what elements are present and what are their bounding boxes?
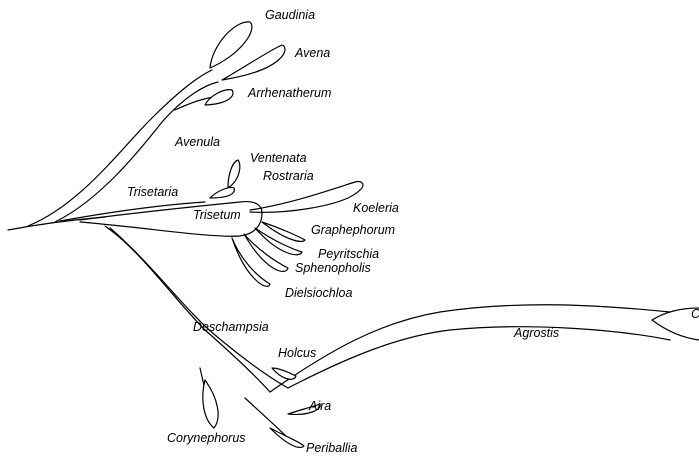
koeleria-branch-upper bbox=[250, 182, 363, 210]
agrostis-branch-lower bbox=[288, 327, 670, 388]
label-trisetaria: Trisetaria bbox=[127, 185, 178, 199]
periballia-lobe bbox=[270, 428, 304, 447]
label-corynephorus: Corynephorus bbox=[167, 431, 246, 445]
genus-labels: Gaudinia Avena Arrhenatherum Avenula Ven… bbox=[127, 8, 699, 455]
label-agrostis: Agrostis bbox=[513, 326, 559, 340]
deschampsia-branch bbox=[105, 226, 270, 392]
label-cut-off-genus: C bbox=[691, 307, 699, 321]
gaudinia-lobe bbox=[210, 22, 252, 68]
label-avenula: Avenula bbox=[174, 135, 220, 149]
label-sphenopholis: Sphenopholis bbox=[295, 261, 371, 275]
label-deschampsia: Deschampsia bbox=[193, 320, 269, 334]
label-graphephorum: Graphephorum bbox=[311, 223, 395, 237]
label-rostraria: Rostraria bbox=[263, 169, 314, 183]
holcus-lobe bbox=[272, 368, 296, 379]
label-holcus: Holcus bbox=[278, 346, 316, 360]
label-dielsiochloa: Dielsiochloa bbox=[285, 286, 352, 300]
label-koeleria: Koeleria bbox=[353, 201, 399, 215]
avenula-branch-inner bbox=[55, 82, 218, 222]
aira-periballia-stem bbox=[245, 398, 290, 440]
label-avena: Avena bbox=[294, 46, 330, 60]
label-trisetum: Trisetum bbox=[193, 208, 241, 222]
label-aira: Aira bbox=[308, 399, 331, 413]
label-ventenata: Ventenata bbox=[250, 151, 307, 165]
rostraria-lobe bbox=[210, 187, 234, 198]
corynephorus-lobe bbox=[203, 380, 218, 428]
label-arrhenatherum: Arrhenatherum bbox=[247, 86, 331, 100]
label-gaudinia: Gaudinia bbox=[265, 8, 315, 22]
ventenata-lobe bbox=[228, 160, 240, 188]
label-peyritschia: Peyritschia bbox=[318, 247, 379, 261]
agrostis-branch-upper bbox=[270, 305, 670, 392]
label-periballia: Periballia bbox=[306, 441, 357, 455]
koeleria-branch-lower bbox=[250, 190, 360, 212]
